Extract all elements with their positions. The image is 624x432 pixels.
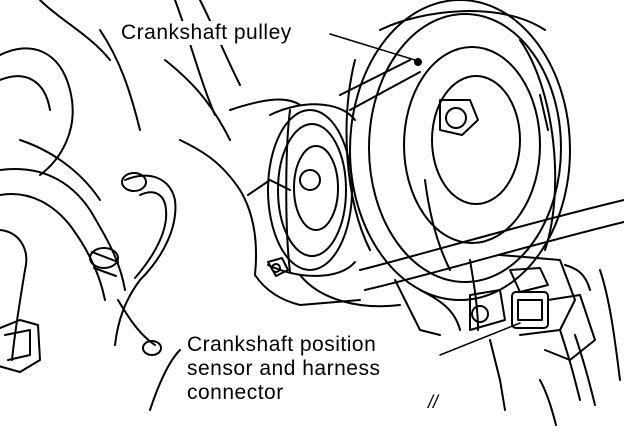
lower-engine-block xyxy=(254,254,621,426)
engine-bracket xyxy=(149,0,301,411)
figure-mark: // xyxy=(428,392,439,412)
drive-belt xyxy=(339,59,624,291)
leader-lines xyxy=(329,33,521,356)
crankshaft-pulley-drawing xyxy=(345,0,571,301)
small-pulley xyxy=(267,103,356,277)
left-hose-assembly xyxy=(0,0,141,373)
sensor-label-line-2: sensor and harness xyxy=(187,357,381,380)
crankshaft-pulley-label: Crankshaft pulley xyxy=(118,21,295,45)
central-hose xyxy=(89,172,177,356)
sensor-label-line-1: Crankshaft position xyxy=(187,333,377,356)
sensor-label-line-3: connector xyxy=(187,381,284,404)
crankshaft-position-sensor-label: Crankshaft position sensor and harness c… xyxy=(184,333,384,405)
